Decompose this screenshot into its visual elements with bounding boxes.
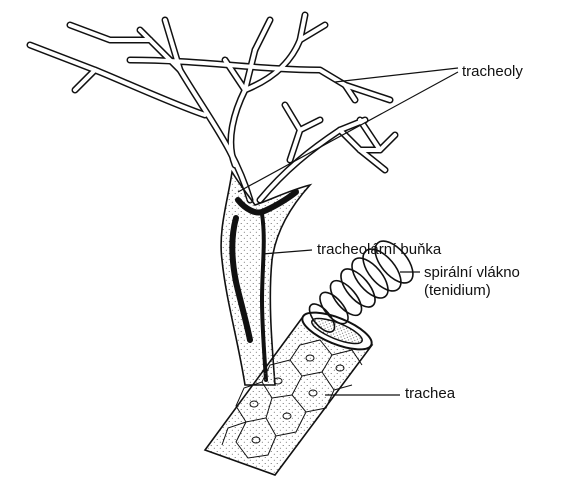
label-tracheoly: tracheoly <box>462 63 523 80</box>
label-tracheolar-cell: tracheolární buňka <box>317 241 441 258</box>
label-spiral-thread-latin: (tenidium) <box>424 282 491 299</box>
label-spiral-thread: spirální vlákno <box>424 264 520 281</box>
leader-tracheoly-1 <box>335 68 458 82</box>
tracheole-branches <box>30 15 395 200</box>
label-trachea: trachea <box>405 385 455 402</box>
trachea-tube <box>205 305 376 475</box>
